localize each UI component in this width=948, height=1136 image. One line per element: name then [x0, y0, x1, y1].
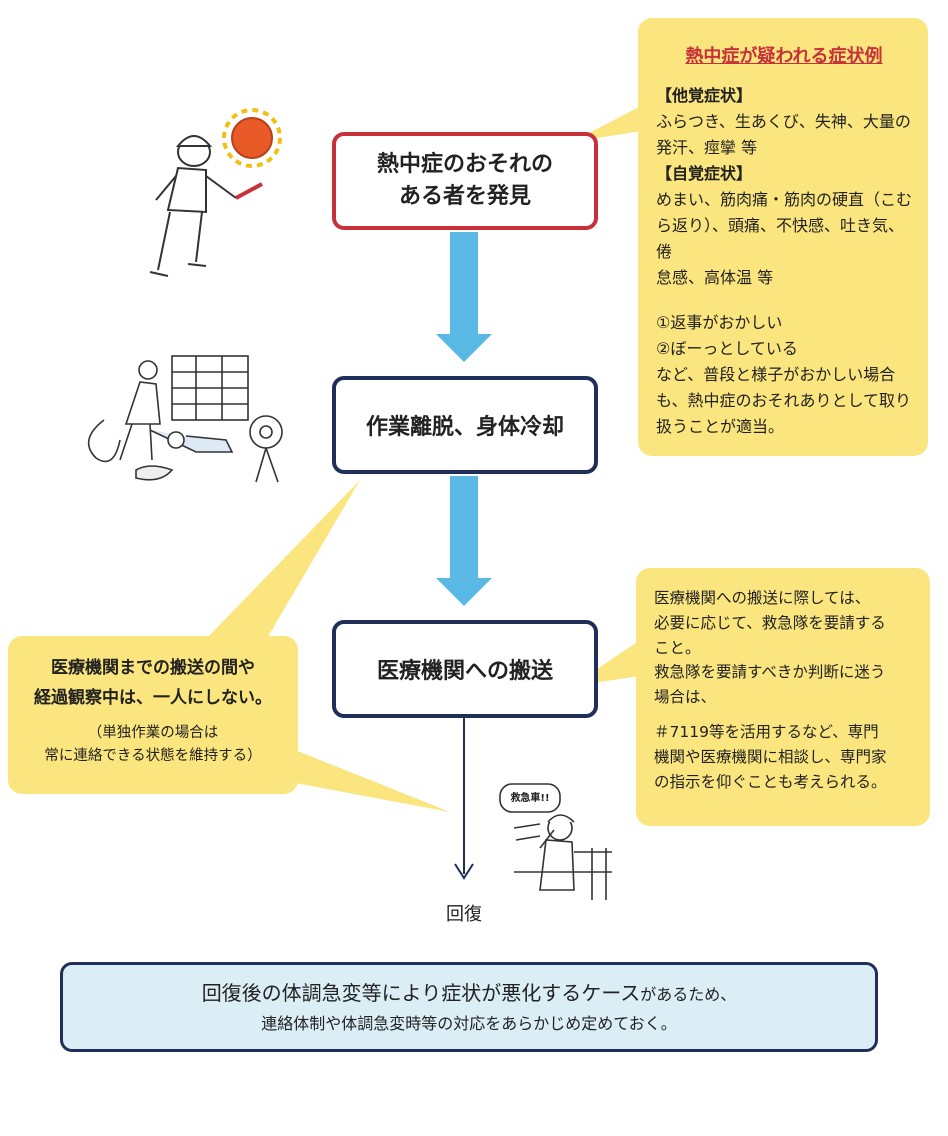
transport-note-line-7: 機関や医療機関に相談し、専門家 — [654, 747, 887, 766]
transport-note-line-1: 医療機関への搬送に際しては、 — [654, 589, 871, 607]
sign-1: ①返事がおかしい — [656, 313, 783, 333]
other-symptoms-line-2: 発汗、痙攣 等 — [656, 137, 758, 157]
step-discover-line-1: 熱中症のおそれの — [376, 152, 553, 178]
flow-arrow-2 — [436, 476, 492, 606]
transport-note-line-6: ＃7119等を活用するなど、専門 — [654, 722, 879, 741]
recovery-text: 回復 — [446, 904, 482, 925]
conclusion-line-2: も、熱中症のおそれありとして取り — [656, 391, 912, 411]
step-transport-box: 医療機関への搬送 — [332, 620, 598, 718]
bottom-line-1-tail: があるため、 — [640, 985, 737, 1004]
speech-text: 救急車!! — [510, 793, 550, 804]
flow-arrow-1 — [436, 232, 492, 362]
heat-worker-illustration — [149, 108, 282, 277]
symptoms-callout: 熱中症が疑われる症状例 【他覚症状】 ふらつき、生あくび、失神、大量の 発汗、痙… — [638, 18, 928, 456]
watch-main-line-1: 医療機関までの搬送の間や — [51, 658, 255, 678]
conclusion-line-3: 扱うことが適当。 — [656, 417, 785, 437]
other-symptoms-heading: 【他覚症状】 — [656, 86, 753, 106]
watch-callout-tail-up — [205, 480, 360, 640]
watch-sub-line-2: 常に連絡できる状態を維持する） — [44, 747, 262, 764]
step-cooling-label: 作業離脱、身体冷却 — [365, 415, 564, 440]
recovery-label: 回復 — [434, 900, 494, 926]
flow-arrow-recovery — [454, 718, 474, 880]
self-symptoms-heading: 【自覚症状】 — [656, 163, 753, 183]
step-discover-line-2: ある者を発見 — [398, 184, 531, 209]
ambulance-call-illustration — [499, 783, 612, 900]
transport-note-line-5: 場合は、 — [654, 688, 717, 707]
symptoms-title: 熱中症が疑われる症状例 — [685, 46, 883, 67]
conclusion-line-1: など、普段と様子がおかしい場合 — [656, 365, 896, 385]
worker-speech-bubble: 救急車!! — [504, 789, 556, 804]
bottom-notice-box: 回復後の体調急変等により症状が悪化するケースがあるため、 連絡体制や体調急変時等… — [60, 962, 878, 1052]
transport-note-line-4: 救急隊を要請すべきか判断に迷う — [654, 663, 886, 682]
step-cooling-box: 作業離脱、身体冷却 — [332, 376, 598, 474]
self-symptoms-line-1: めまい、筋肉痛・筋肉の硬直（こむ — [656, 189, 913, 209]
transport-note-line-3: こと。 — [654, 638, 701, 657]
self-symptoms-line-3: 怠感、高体温 等 — [656, 267, 774, 287]
watch-callout-tail-down — [290, 748, 450, 812]
transport-note-line-2: 必要に応じて、救急隊を要請する — [654, 613, 886, 632]
other-symptoms-line-1: ふらつき、生あくび、失神、大量の — [656, 112, 911, 132]
watch-main-line-2: 経過観察中は、一人にしない。 — [34, 687, 272, 708]
step-transport-label: 医療機関への搬送 — [376, 659, 553, 684]
bottom-line-2: 連絡体制や体調急変時等の対応をあらかじめ定めておく。 — [261, 1014, 677, 1033]
cooling-illustration — [87, 355, 283, 483]
step-discover-box: 熱中症のおそれの ある者を発見 — [332, 132, 598, 230]
watch-sub-line-1: （単独作業の場合は — [87, 724, 219, 741]
transport-callout: 医療機関への搬送に際しては、 必要に応じて、救急隊を要請する こと。 救急隊を要… — [636, 568, 930, 826]
sign-2: ②ぼーっとしている — [656, 339, 798, 359]
bottom-line-1-main: 回復後の体調急変等により症状が悪化するケース — [201, 981, 641, 1005]
sun-icon — [222, 108, 282, 168]
transport-note-line-8: の指示を仰ぐことも考えられる。 — [654, 772, 887, 791]
watch-callout: 医療機関までの搬送の間や 経過観察中は、一人にしない。 （単独作業の場合は 常に… — [8, 636, 298, 794]
self-symptoms-line-2: ら返り）、頭痛、不快感、吐き気、倦 — [656, 215, 905, 261]
